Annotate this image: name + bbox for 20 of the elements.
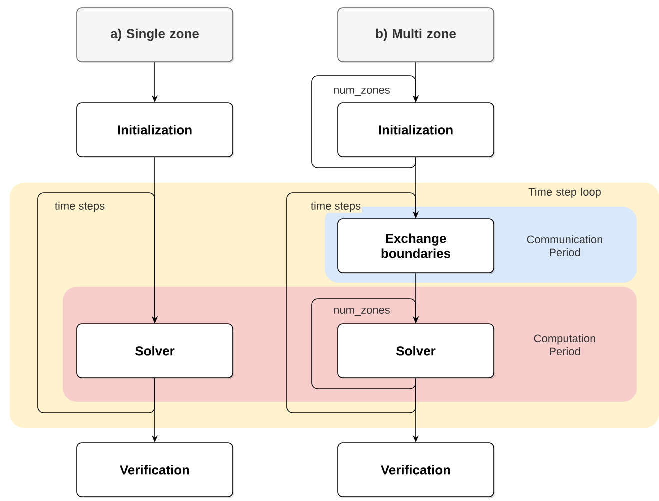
band-label: Communication Period [527,235,602,257]
process-box: Verification [338,442,496,498]
title-box: b) Multi zone [338,8,496,64]
process-box: Initialization [76,102,234,158]
loop-arrow [286,192,420,414]
process-box: Verification [76,442,234,498]
edge-label: num_zones [334,308,390,316]
process-box: Exchange boundaries [338,218,496,274]
process-box: Initialization [338,102,496,158]
edge-label: num_zones [334,88,390,96]
band-label: Computation Period [534,334,596,356]
loop-arrow [312,298,420,390]
loop-arrow [312,76,420,168]
edge-label: time steps [55,202,105,212]
band-label: Time step loop [528,188,601,198]
process-box: Solver [76,324,234,380]
loop-arrow [38,192,158,414]
edge-label: time steps [311,202,361,212]
title-box: a) Single zone [76,8,234,64]
process-box: Solver [338,324,496,380]
